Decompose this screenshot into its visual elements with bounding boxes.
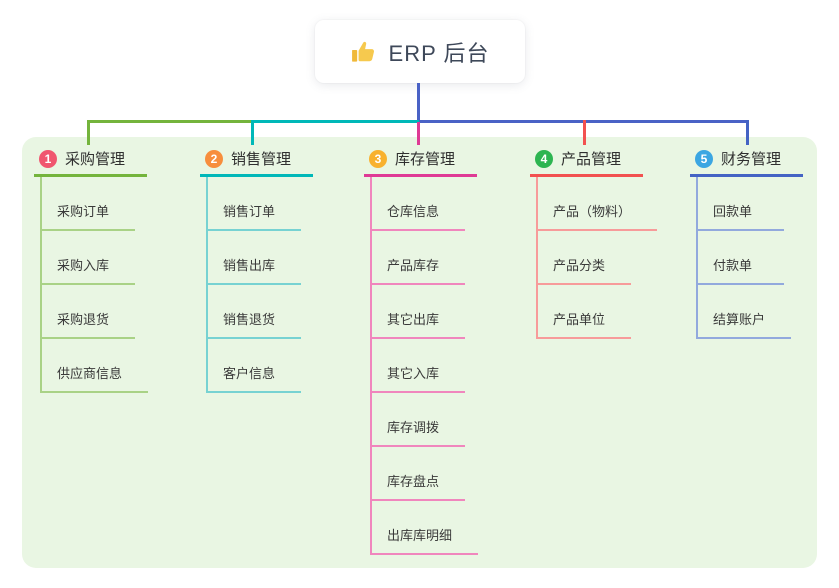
branch-title-node[interactable]: 3 库存管理 — [364, 146, 477, 177]
node-item[interactable]: 产品分类 — [536, 231, 632, 285]
drop-line-finance — [746, 120, 749, 145]
branch-number-badge: 2 — [205, 149, 223, 168]
branch-title-node[interactable]: 1 采购管理 — [34, 146, 147, 177]
node-item[interactable]: 产品单位 — [536, 285, 632, 339]
branch-销售管理: 2 销售管理销售订单销售出库销售退货客户信息 — [200, 146, 313, 393]
root-connector-line — [417, 83, 420, 121]
branch-title-label: 销售管理 — [231, 151, 292, 168]
node-item[interactable]: 产品（物料） — [536, 177, 658, 231]
branch-items: 产品（物料）产品分类产品单位 — [536, 177, 658, 339]
branch-采购管理: 1 采购管理采购订单采购入库采购退货供应商信息 — [34, 146, 149, 393]
branch-title-label: 产品管理 — [561, 151, 622, 168]
node-item[interactable]: 销售订单 — [206, 177, 302, 231]
drop-line-purchase — [87, 120, 90, 145]
branch-number-badge: 4 — [535, 149, 553, 168]
node-item[interactable]: 采购订单 — [40, 177, 136, 231]
branch-财务管理: 5 财务管理回款单付款单结算账户 — [690, 146, 803, 339]
branch-items: 回款单付款单结算账户 — [696, 177, 803, 339]
node-item[interactable]: 供应商信息 — [40, 339, 149, 393]
branch-number-badge: 3 — [369, 149, 387, 168]
root-node[interactable]: ERP 后台 — [315, 20, 525, 83]
branch-number-badge: 1 — [39, 149, 57, 168]
node-item[interactable]: 结算账户 — [696, 285, 792, 339]
branch-title-node[interactable]: 2 销售管理 — [200, 146, 313, 177]
branch-库存管理: 3 库存管理仓库信息产品库存其它出库其它入库库存调拨库存盘点出库库明细 — [364, 146, 479, 555]
node-item[interactable]: 销售出库 — [206, 231, 302, 285]
node-item[interactable]: 其它入库 — [370, 339, 466, 393]
drop-line-inventory — [417, 122, 420, 145]
branch-产品管理: 4 产品管理产品（物料）产品分类产品单位 — [530, 146, 658, 339]
node-item[interactable]: 其它出库 — [370, 285, 466, 339]
branch-title-label: 库存管理 — [395, 151, 456, 168]
bus-segment-purchase — [87, 120, 252, 123]
branch-title-node[interactable]: 5 财务管理 — [690, 146, 803, 177]
branch-items: 仓库信息产品库存其它出库其它入库库存调拨库存盘点出库库明细 — [370, 177, 479, 555]
branch-title-label: 财务管理 — [721, 151, 782, 168]
branch-items: 销售订单销售出库销售退货客户信息 — [206, 177, 313, 393]
branch-number-badge: 5 — [695, 149, 713, 168]
node-item[interactable]: 采购入库 — [40, 231, 136, 285]
node-item[interactable]: 库存调拨 — [370, 393, 466, 447]
node-item[interactable]: 产品库存 — [370, 231, 466, 285]
node-item[interactable]: 回款单 — [696, 177, 784, 231]
drop-line-product — [583, 120, 586, 145]
bus-segment-sales — [252, 120, 419, 123]
drop-line-sales — [251, 120, 254, 145]
node-item[interactable]: 客户信息 — [206, 339, 302, 393]
branch-title-node[interactable]: 4 产品管理 — [530, 146, 643, 177]
thumbs-up-icon — [351, 39, 377, 65]
node-item[interactable]: 库存盘点 — [370, 447, 466, 501]
node-item[interactable]: 仓库信息 — [370, 177, 466, 231]
node-item[interactable]: 出库库明细 — [370, 501, 479, 555]
node-item[interactable]: 销售退货 — [206, 285, 302, 339]
node-item[interactable]: 付款单 — [696, 231, 784, 285]
branch-title-label: 采购管理 — [65, 151, 126, 168]
branch-items: 采购订单采购入库采购退货供应商信息 — [40, 177, 149, 393]
root-node-label: ERP 后台 — [388, 40, 490, 66]
node-item[interactable]: 采购退货 — [40, 285, 136, 339]
branches-panel — [22, 137, 817, 568]
